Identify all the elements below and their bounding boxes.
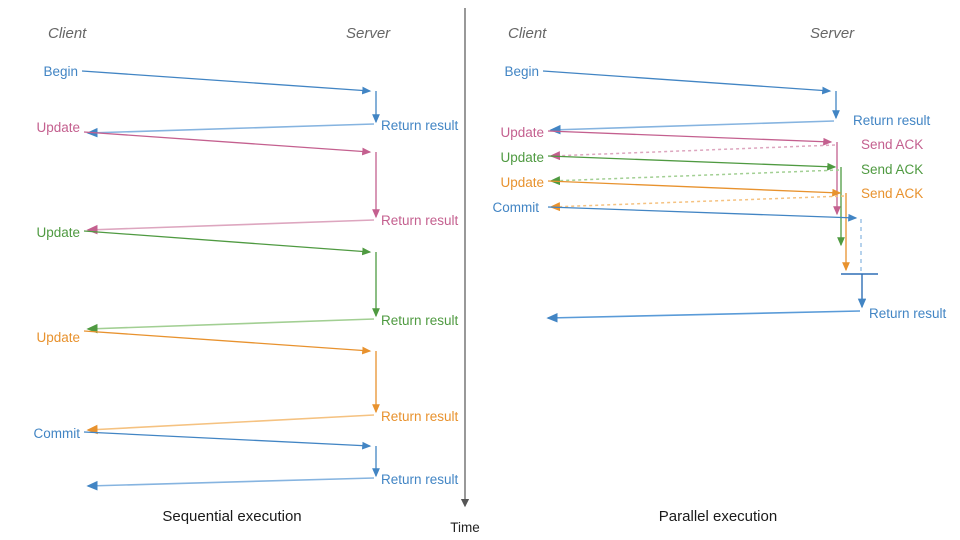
right-label-update-orange: Update	[500, 175, 544, 190]
right-server-header: Server	[810, 25, 855, 42]
p-msg-begin-request	[542, 70, 832, 95]
p-msg-ack-orange	[549, 195, 845, 212]
msg-commit-request	[83, 431, 372, 450]
left-label-update-green: Update	[36, 225, 80, 240]
p-msg-ack-green	[549, 169, 840, 186]
msg-update-pink-request	[83, 131, 372, 156]
msg-update-green-response	[86, 318, 375, 334]
right-panel-caption: Parallel execution	[659, 508, 777, 525]
msg-update-orange-request	[83, 330, 372, 355]
right-label-begin: Begin	[504, 64, 539, 79]
p-msg-commit-request	[547, 206, 858, 222]
right-label-ack-pink: Send ACK	[861, 137, 923, 152]
left-label-update-orange: Update	[36, 330, 80, 345]
left-panel-caption: Sequential execution	[162, 508, 301, 525]
left-label-return-3: Return result	[381, 313, 459, 328]
left-server-header: Server	[346, 25, 391, 42]
right-label-ack-green: Send ACK	[861, 162, 923, 177]
time-axis-label: Time	[450, 520, 480, 535]
left-label-return-4: Return result	[381, 409, 459, 424]
right-label-return-1: Return result	[853, 113, 931, 128]
msg-commit-response	[86, 477, 375, 491]
right-label-return-2: Return result	[869, 306, 947, 321]
left-label-begin: Begin	[43, 64, 78, 79]
p-msg-update-orange-request	[547, 180, 842, 197]
panel-sequential	[81, 70, 380, 491]
right-label-ack-orange: Send ACK	[861, 186, 923, 201]
msg-update-green-request	[83, 230, 372, 256]
msg-update-pink-response	[86, 219, 375, 235]
p-msg-update-pink-request	[547, 130, 833, 146]
p-msg-ack-pink	[549, 144, 836, 161]
msg-update-orange-response	[86, 414, 375, 435]
panel-parallel	[542, 70, 878, 323]
p-msg-begin-response	[549, 120, 835, 135]
right-client-header: Client	[508, 25, 547, 42]
right-label-update-pink: Update	[500, 125, 544, 140]
p-msg-update-green-request	[547, 155, 837, 171]
p-msg-commit-response	[546, 310, 861, 323]
msg-begin-request	[81, 70, 372, 95]
msg-begin-response	[86, 123, 375, 138]
left-client-header: Client	[48, 25, 87, 42]
right-label-commit: Commit	[493, 200, 540, 215]
left-label-return-2: Return result	[381, 213, 459, 228]
left-label-return-5: Return result	[381, 472, 459, 487]
right-label-update-green: Update	[500, 150, 544, 165]
left-label-return-1: Return result	[381, 118, 459, 133]
left-label-update-pink: Update	[36, 120, 80, 135]
left-label-commit: Commit	[34, 426, 81, 441]
